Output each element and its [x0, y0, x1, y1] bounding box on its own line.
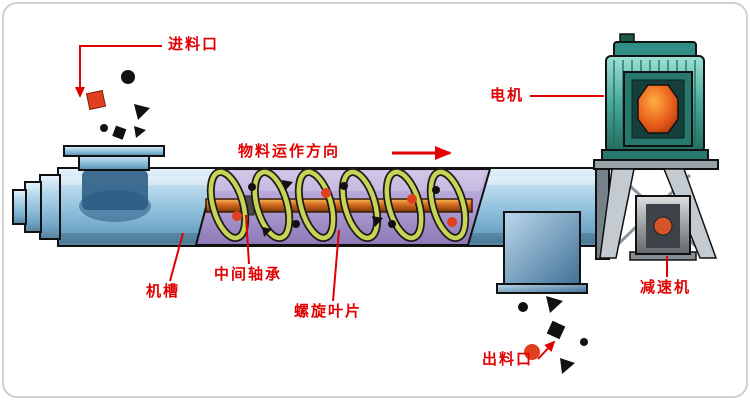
inlet-particles: [85, 70, 150, 140]
label-motor: 电机: [490, 86, 525, 104]
spiral-flights: [206, 168, 470, 242]
discharge-outlet-leader: [537, 340, 556, 360]
label-trough: 机槽: [146, 282, 181, 300]
label-flow-direction: 物料运作方向: [238, 142, 341, 160]
label-reducer: 减速机: [640, 278, 692, 296]
discharge-outlet: [496, 211, 588, 294]
reducer: [635, 195, 691, 255]
middle-bearing-leader: [245, 214, 250, 265]
motor: [593, 33, 719, 170]
label-feed-inlet: 进料口: [168, 35, 220, 53]
cutaway-particles: [232, 180, 457, 237]
label-spiral-blade: 螺旋叶片: [294, 302, 363, 320]
feed-inlet-leader: [75, 45, 162, 98]
trough-leader: [169, 232, 184, 282]
label-middle-bearing: 中间轴承: [214, 265, 283, 283]
spiral-blade-leader: [332, 229, 340, 302]
tube-end-caps: [12, 174, 61, 240]
label-leader-lines: [75, 45, 668, 360]
feed-inlet: [63, 145, 165, 222]
motor-rotor: [637, 84, 679, 134]
label-discharge-outlet: 出料口: [482, 350, 534, 368]
outlet-particles: [518, 296, 588, 374]
